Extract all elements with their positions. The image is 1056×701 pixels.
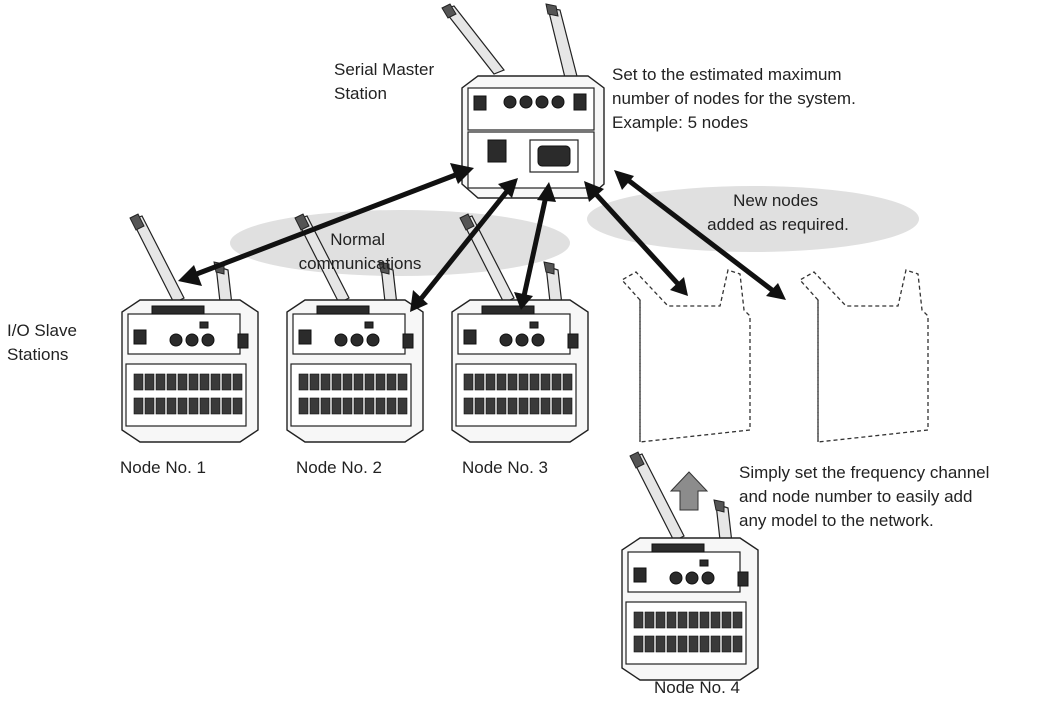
- node-label-4: Node No. 4: [654, 678, 740, 697]
- new-nodes-ellipse: [587, 186, 919, 252]
- node-label-2: Node No. 2: [296, 458, 382, 477]
- arrow-master-ghost-1: [584, 181, 688, 296]
- master-note: Set to the estimated maximum number of n…: [612, 65, 861, 132]
- master-antenna-left: [441, 3, 505, 75]
- normal-comm-label: Normal communications: [299, 230, 422, 273]
- ghost-device-2: [799, 269, 929, 443]
- arrow-master-node-1: [178, 163, 474, 286]
- add-node-up-arrow: [669, 471, 709, 511]
- master-label: Serial Master Station: [334, 60, 439, 103]
- ghost-device-1: [621, 269, 751, 443]
- serial-master-station: [441, 3, 605, 199]
- add-node-note: Simply set the frequency channel and nod…: [739, 463, 994, 530]
- arrow-master-node-2: [410, 178, 518, 312]
- node-label-1: Node No. 1: [120, 458, 206, 477]
- slave-stations-label: I/O Slave Stations: [7, 321, 82, 364]
- new-nodes-note: New nodes added as required.: [707, 191, 849, 234]
- node-label-3: Node No. 3: [462, 458, 548, 477]
- arrow-master-node-3: [514, 182, 556, 310]
- arrow-master-ghost-2: [614, 170, 786, 300]
